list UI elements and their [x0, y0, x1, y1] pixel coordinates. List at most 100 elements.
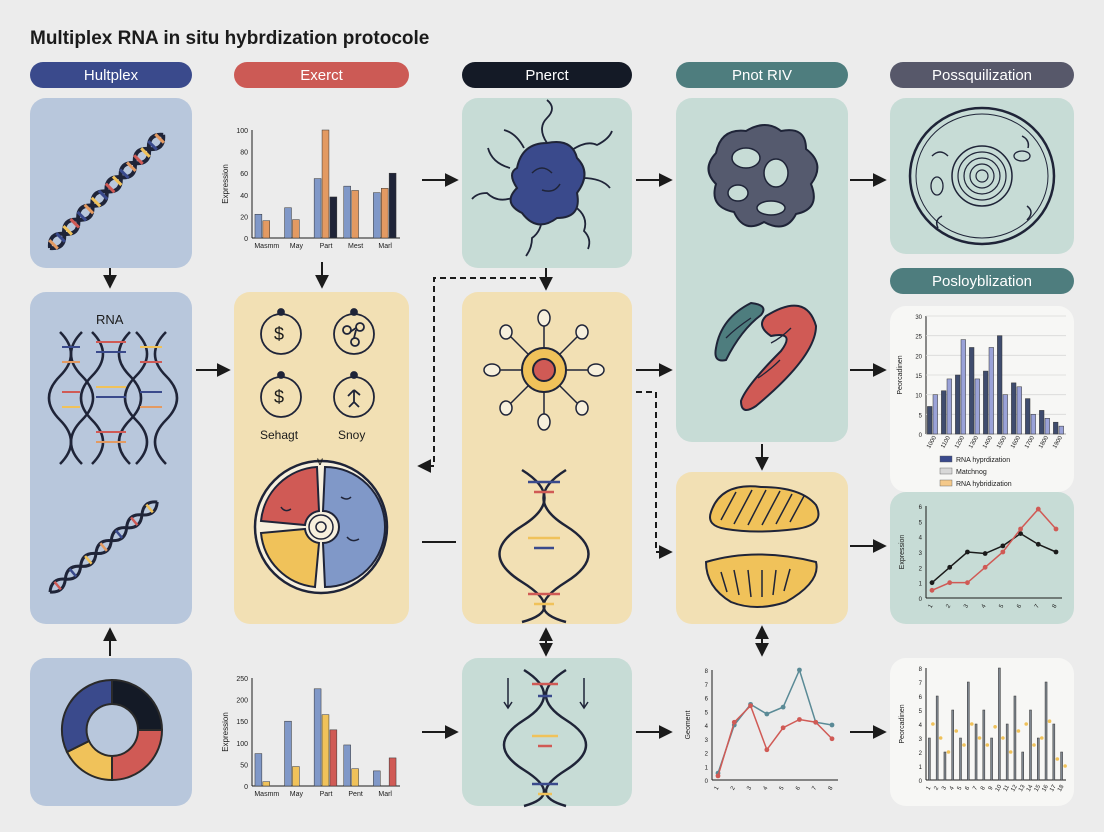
- data-point: [1018, 531, 1023, 536]
- bar: [254, 213, 263, 239]
- header-pill-3-label: Pnerct: [525, 66, 569, 84]
- data-point: [993, 725, 997, 729]
- data-point: [797, 717, 802, 722]
- x-tick-label: 8: [828, 785, 835, 791]
- y-tick-label: 50: [240, 762, 248, 769]
- y-tick-label: 100: [236, 741, 248, 748]
- x-tick-label: Masmm: [254, 791, 279, 798]
- bar: [321, 714, 330, 787]
- bar: [967, 681, 970, 781]
- rna-label: RNA: [96, 312, 124, 327]
- bar: [388, 172, 397, 239]
- x-tick-label: 7: [972, 785, 979, 791]
- y-axis-label: Expression: [221, 164, 230, 204]
- header-pill-1: Hultplex: [30, 62, 192, 88]
- x-tick-label: 18: [1057, 784, 1066, 793]
- series-line: [931, 507, 1057, 592]
- bar: [988, 347, 994, 435]
- data-point: [813, 719, 819, 725]
- bar: [313, 688, 322, 787]
- bar: [1058, 425, 1064, 435]
- symbol-glyph-1: $: [274, 324, 285, 344]
- header-pill-4-label: Pnot RIV: [731, 66, 793, 84]
- x-tick-label: 4: [949, 785, 956, 791]
- bar: [1039, 410, 1045, 435]
- y-tick-label: 7: [919, 681, 923, 687]
- x-tick-label: 1600: [1010, 435, 1022, 450]
- x-tick-label: 1800: [1038, 435, 1050, 450]
- cell-probe-icon: [483, 309, 605, 624]
- header-pill-5: Possquilization: [890, 62, 1074, 88]
- bar: [1060, 751, 1063, 781]
- x-tick-label: Masmm: [254, 243, 279, 250]
- bar: [990, 737, 993, 781]
- protein-icon: [471, 99, 613, 257]
- bar: [1016, 386, 1022, 435]
- y-tick-label: 4: [705, 724, 709, 730]
- legend-label: Matchnog: [956, 469, 987, 476]
- x-tick-label: 1200: [954, 435, 966, 450]
- panel-donut: [30, 658, 192, 806]
- y-tick-label: 0: [919, 433, 923, 439]
- header-pill-mid: Posloyblization: [890, 268, 1074, 294]
- x-tick-label: 16: [1041, 784, 1050, 793]
- x-tick-label: 1: [714, 785, 721, 791]
- x-tick-label: 2: [933, 785, 940, 791]
- dna-hybridization-icon: [502, 668, 589, 808]
- panel-protein: [462, 98, 632, 268]
- x-tick-label: 6: [1016, 603, 1023, 609]
- rna-strands-icon: [47, 331, 179, 594]
- data-point: [982, 551, 988, 556]
- panel-cell-cross-section: [890, 98, 1074, 254]
- bar: [1011, 382, 1017, 435]
- y-tick-label: 6: [705, 697, 709, 703]
- legend-swatch: [939, 479, 953, 487]
- x-tick-label: 1500: [996, 435, 1008, 450]
- bar: [1052, 723, 1056, 781]
- series-line: [717, 667, 833, 774]
- data-point: [764, 747, 770, 753]
- bar: [932, 394, 938, 435]
- y-tick-label: 250: [236, 676, 248, 683]
- x-tick-label: 8: [980, 785, 987, 791]
- cell-cross-section-icon: [908, 106, 1056, 246]
- organelle-icon: [704, 485, 820, 608]
- data-point: [1053, 526, 1059, 532]
- y-tick-label: 200: [236, 698, 248, 705]
- bar: [1030, 414, 1036, 435]
- y-tick-label: 0: [244, 784, 248, 791]
- x-tick-label: Marl: [378, 791, 392, 798]
- bar: [1013, 695, 1017, 781]
- bar: [997, 335, 1003, 435]
- y-tick-label: 20: [240, 214, 248, 221]
- data-point: [748, 703, 753, 709]
- y-tick-label: 5: [919, 413, 923, 419]
- data-point: [1024, 722, 1029, 726]
- y-tick-label: 8: [705, 669, 709, 675]
- x-tick-label: May: [290, 791, 304, 798]
- symbol-label-2: Snoy: [338, 428, 366, 442]
- x-tick-label: 8: [1052, 603, 1059, 609]
- y-tick-label: 1: [919, 582, 923, 588]
- data-point: [1035, 541, 1041, 547]
- data-point: [985, 743, 990, 747]
- data-point: [829, 736, 835, 742]
- bar: [351, 190, 359, 239]
- data-point: [929, 580, 935, 586]
- y-tick-label: 150: [236, 719, 248, 726]
- panel-symbols: $ $ Sehagt Snoy v: [234, 292, 409, 624]
- header-pill-mid-label: Posloyblization: [931, 272, 1033, 290]
- data-point: [1000, 549, 1006, 555]
- cell-cluster-icon: [707, 124, 819, 411]
- panel-cells: [676, 98, 848, 442]
- y-tick-label: 40: [240, 193, 248, 200]
- data-point: [731, 719, 737, 725]
- x-tick-label: 4: [763, 785, 770, 791]
